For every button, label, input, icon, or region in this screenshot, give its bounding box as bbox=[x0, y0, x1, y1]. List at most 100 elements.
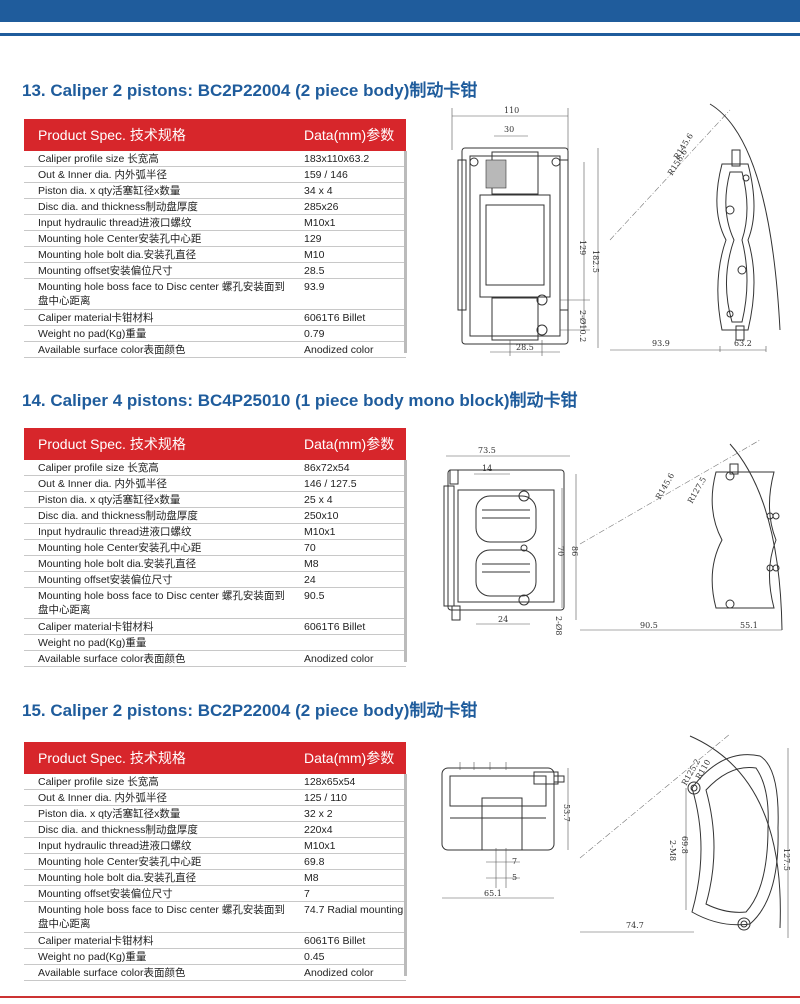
row-value: M10x1 bbox=[294, 523, 406, 541]
row-label: Mounting hole bolt dia.安装孔直径 bbox=[24, 869, 294, 887]
row-label: Mounting hole bolt dia.安装孔直径 bbox=[24, 555, 294, 573]
row-label: Mounting hole boss face to Disc center 螺… bbox=[24, 587, 294, 620]
row-value: 128x65x54 bbox=[294, 774, 406, 791]
dim-hole-center: 69.8 bbox=[680, 836, 689, 854]
row-value: 70 bbox=[294, 539, 406, 557]
row-value: 69.8 bbox=[294, 853, 406, 871]
dim-boss-face: 93.9 bbox=[652, 339, 670, 348]
row-value: M8 bbox=[294, 555, 406, 573]
row-value: 6061T6 Billet bbox=[294, 309, 406, 327]
row-label: Available surface color表面颜色 bbox=[24, 650, 294, 668]
dim-width: 73.5 bbox=[478, 446, 496, 455]
row-label: Piston dia. x qty活塞缸径x数量 bbox=[24, 182, 294, 200]
row-value: 74.7 Radial mounting bbox=[294, 901, 406, 934]
row-label: Caliper material卡钳材料 bbox=[24, 932, 294, 950]
dim-height: 182.5 bbox=[591, 250, 600, 273]
table-row: Mounting hole boss face to Disc center 螺… bbox=[24, 901, 406, 934]
row-label: Mounting offset安装偏位尺寸 bbox=[24, 262, 294, 280]
row-label: Caliper profile size 长宽高 bbox=[24, 151, 294, 168]
table-header: Product Spec. 技术规格 Data(mm)参数 bbox=[24, 742, 406, 774]
data-header: Data(mm)参数 bbox=[294, 742, 406, 774]
row-value: 34 x 4 bbox=[294, 182, 406, 200]
row-value: 6061T6 Billet bbox=[294, 618, 406, 636]
row-value: M8 bbox=[294, 869, 406, 887]
table-shadow bbox=[404, 151, 407, 353]
row-value: 220x4 bbox=[294, 821, 406, 839]
row-value: M10x1 bbox=[294, 837, 406, 855]
row-value: 25 x 4 bbox=[294, 491, 406, 509]
section-13-title: 13. Caliper 2 pistons: BC2P22004 (2 piec… bbox=[22, 81, 478, 100]
row-value: 93.9 bbox=[294, 278, 406, 311]
row-value: 24 bbox=[294, 571, 406, 589]
row-value: 159 / 146 bbox=[294, 166, 406, 184]
row-label: Mounting hole Center安装孔中心距 bbox=[24, 853, 294, 871]
spec-header: Product Spec. 技术规格 bbox=[24, 742, 294, 774]
row-label: Weight no pad(Kg)重量 bbox=[24, 325, 294, 343]
dim-radius-outer: R145.6 bbox=[654, 471, 676, 501]
section-14-drawing: 73.5 14 70 86 2-Ø8 24 90.5 55.1 R145.6 R… bbox=[443, 440, 783, 635]
section-15-drawing: 7 5 65.1 53.7 69.8 2-M8 127.5 74.7 R110 … bbox=[441, 733, 790, 938]
row-label: Mounting offset安装偏位尺寸 bbox=[24, 885, 294, 903]
table-header: Product Spec. 技术规格 Data(mm)参数 bbox=[24, 428, 406, 460]
row-label: Mounting hole bolt dia.安装孔直径 bbox=[24, 246, 294, 264]
table-header: Product Spec. 技术规格 Data(mm)参数 bbox=[24, 119, 406, 151]
section-14-spec-table: Product Spec. 技术规格 Data(mm)参数 Caliper pr… bbox=[24, 428, 406, 668]
dim-height: 53.7 bbox=[562, 804, 571, 822]
dim-depth: 63.2 bbox=[734, 339, 752, 348]
row-label: Disc dia. and thickness制动盘厚度 bbox=[24, 821, 294, 839]
row-value: 129 bbox=[294, 230, 406, 248]
row-value: 285x26 bbox=[294, 198, 406, 216]
row-label: Available surface color表面颜色 bbox=[24, 964, 294, 982]
row-label: Out & Inner dia. 内外弧半径 bbox=[24, 789, 294, 807]
row-value: 28.5 bbox=[294, 262, 406, 280]
dim-gap: 5 bbox=[512, 873, 517, 882]
row-value: 183x110x63.2 bbox=[294, 151, 406, 168]
section-13-drawing: 110 30 129 182.5 2-Ø10.2 28.5 93.9 63.2 … bbox=[451, 103, 781, 356]
bottom-divider bbox=[0, 996, 800, 998]
row-label: Input hydraulic thread进液口螺纹 bbox=[24, 214, 294, 232]
row-label: Out & Inner dia. 内外弧半径 bbox=[24, 475, 294, 493]
data-header: Data(mm)参数 bbox=[294, 119, 406, 151]
row-value: 125 / 110 bbox=[294, 789, 406, 807]
row-label: Weight no pad(Kg)重量 bbox=[24, 634, 294, 652]
dim-width: 110 bbox=[504, 106, 519, 115]
row-label: Out & Inner dia. 内外弧半径 bbox=[24, 166, 294, 184]
row-value bbox=[294, 634, 406, 652]
row-value: M10x1 bbox=[294, 214, 406, 232]
table-shadow bbox=[404, 774, 407, 976]
top-banner bbox=[0, 0, 800, 22]
table-row: Mounting hole boss face to Disc center 螺… bbox=[24, 278, 406, 311]
spec-header: Product Spec. 技术规格 bbox=[24, 119, 294, 151]
dim-inner: 30 bbox=[504, 125, 514, 134]
row-label: Caliper material卡钳材料 bbox=[24, 618, 294, 636]
dim-profile: 127.5 bbox=[782, 848, 790, 871]
row-value: Anodized color bbox=[294, 650, 406, 668]
row-label: Mounting hole boss face to Disc center 螺… bbox=[24, 901, 294, 934]
row-value: Anodized color bbox=[294, 964, 406, 982]
dim-offset: 24 bbox=[498, 615, 508, 624]
section-15-spec-table: Product Spec. 技术规格 Data(mm)参数 Caliper pr… bbox=[24, 742, 406, 982]
